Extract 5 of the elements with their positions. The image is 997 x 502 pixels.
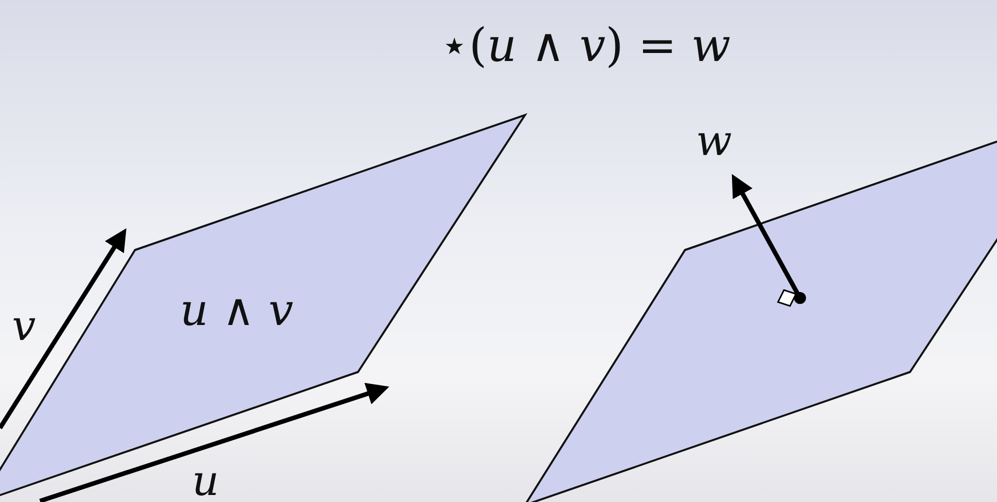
vector-label: v — [12, 305, 36, 347]
formula-title: ⋆(u ∧ v) = w — [440, 18, 731, 72]
vector-label: u — [192, 460, 220, 502]
wedge-product-label: u ∧ v — [180, 285, 294, 336]
vector-label: w — [696, 120, 732, 162]
